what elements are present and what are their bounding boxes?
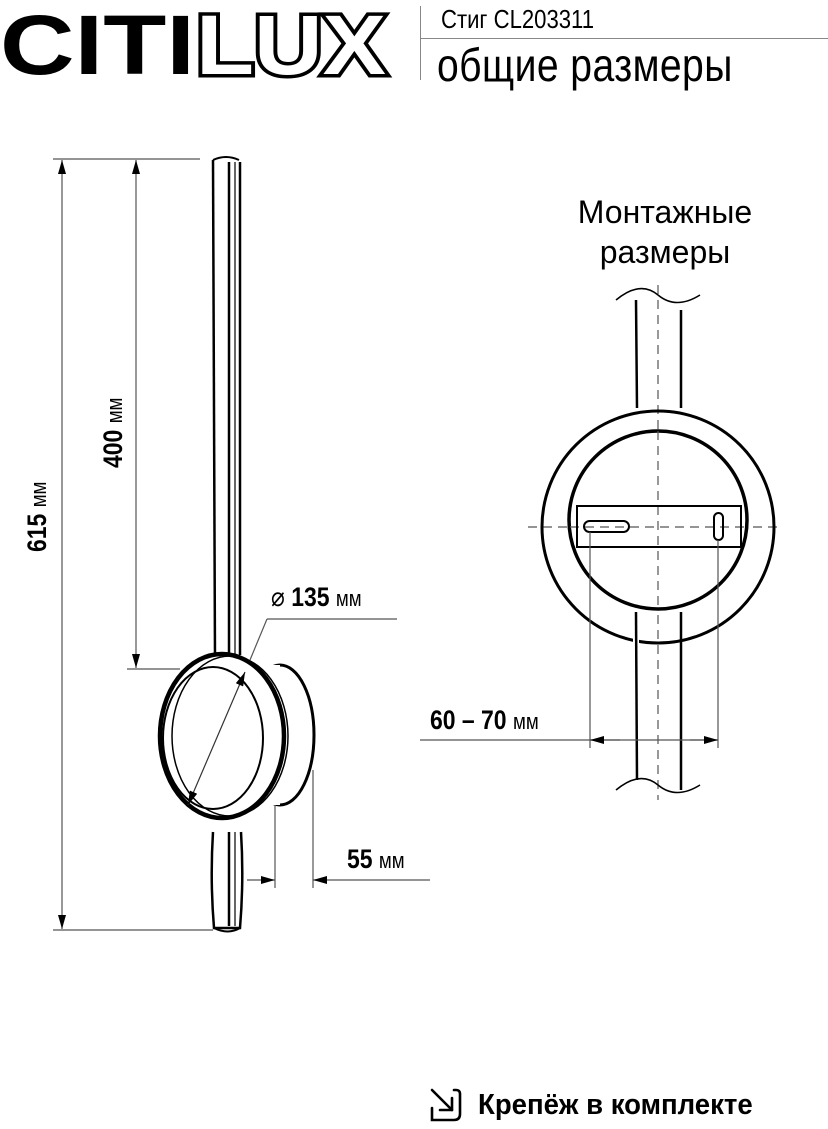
header-rule bbox=[421, 38, 828, 39]
mounting-dimensions-title: Монтажные размеры bbox=[577, 194, 753, 270]
page-subtitle: общие размеры bbox=[437, 39, 733, 91]
footer-text: Крепёж в комплекте bbox=[478, 1088, 753, 1121]
mounting-view bbox=[420, 285, 780, 800]
footer-note: Крепёж в комплекте bbox=[428, 1086, 767, 1124]
svg-text:LUX: LUX bbox=[196, 4, 386, 84]
header-divider bbox=[420, 6, 421, 80]
model-name: Стиг CL203311 bbox=[441, 4, 594, 34]
brand-logo-text: CITI bbox=[0, 4, 195, 84]
mount-spacing-label: 60 – 70 мм bbox=[430, 705, 539, 735]
bar-length-label: 400 мм bbox=[98, 397, 128, 468]
diameter-label: ⌀ 135 мм bbox=[271, 582, 362, 612]
citilux-logo: CITI LUX bbox=[0, 4, 390, 84]
depth-label: 55 мм bbox=[347, 844, 405, 874]
arrow-into-box-icon bbox=[430, 1088, 462, 1122]
lamp-side-view bbox=[53, 156, 430, 933]
total-height-label: 615 мм bbox=[22, 481, 52, 552]
